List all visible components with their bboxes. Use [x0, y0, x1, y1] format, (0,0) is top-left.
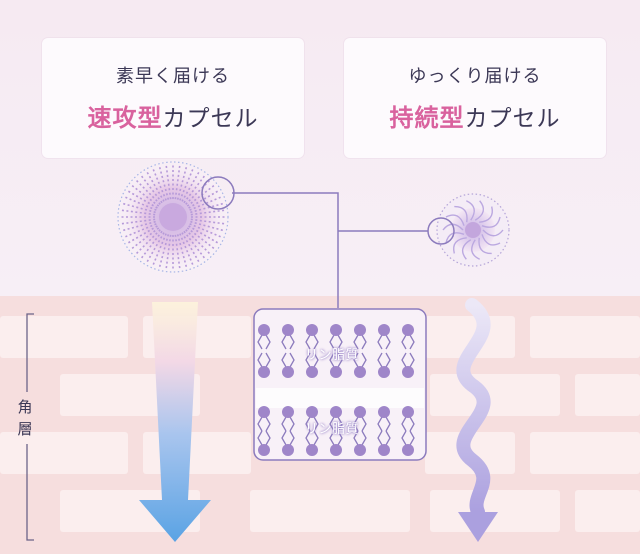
fast-card-suffix: カプセル: [162, 106, 259, 132]
slow-card-title: 持続型カプセル: [344, 98, 606, 133]
slow-arrow-head: [458, 512, 498, 542]
fast-penetration-arrow: [139, 302, 211, 542]
fast-card-highlight: 速攻型: [87, 104, 163, 132]
fast-card-title: 速攻型カプセル: [42, 98, 304, 133]
slow-capsule-icon: [436, 193, 510, 267]
phospholipid-label-top: リン脂質: [305, 348, 360, 363]
phospholipid-label-bottom: リン脂質: [305, 422, 360, 437]
fast-capsule-icon: [115, 159, 231, 275]
fast-card-subtitle: 素早く届ける: [116, 66, 230, 87]
slow-card-suffix: カプセル: [464, 106, 561, 132]
connector-lines: [232, 192, 428, 308]
stratum-corneum-label: 角層: [17, 398, 33, 438]
slow-capsule-card: ゆっくり届ける 持続型カプセル: [344, 38, 606, 158]
slow-card-highlight: 持続型: [389, 104, 465, 132]
layer-bracket: [26, 313, 34, 541]
slow-card-subtitle: ゆっくり届ける: [408, 66, 542, 87]
slow-penetration-arrow: [456, 298, 491, 519]
lipid-bilayer-box: [253, 308, 427, 461]
fast-capsule-card: 素早く届ける 速攻型カプセル: [42, 38, 304, 158]
